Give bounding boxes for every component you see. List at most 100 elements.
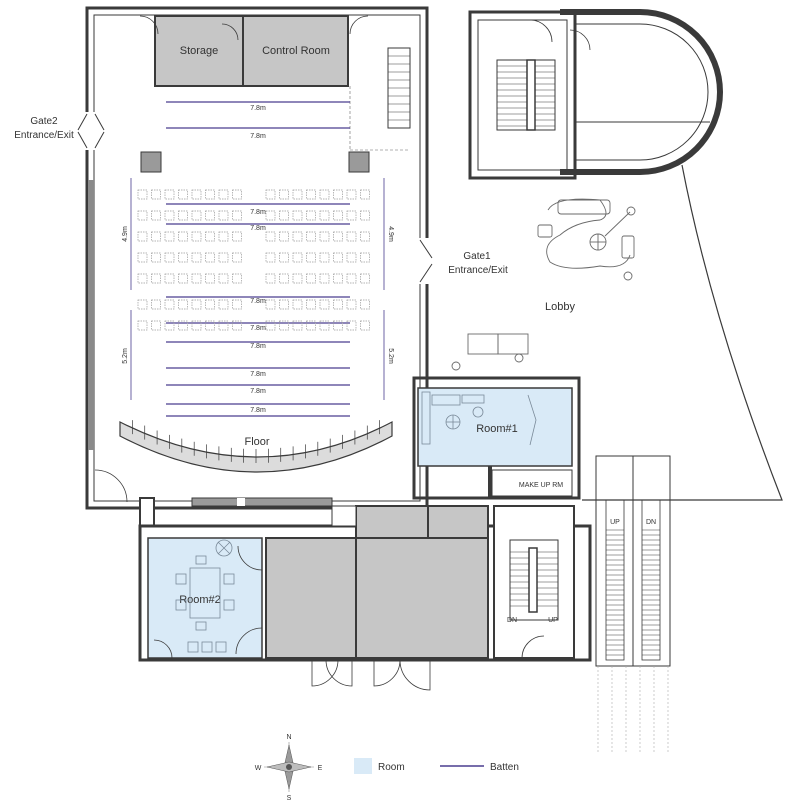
seat — [360, 273, 370, 284]
seat — [232, 252, 242, 263]
room1-area — [417, 387, 573, 467]
seat — [137, 210, 148, 221]
lobby: Lobby — [426, 164, 783, 501]
seat — [265, 320, 276, 331]
bottom-doors — [311, 659, 431, 691]
seat — [191, 231, 202, 242]
seat — [205, 320, 215, 331]
seat — [265, 189, 276, 200]
seat — [205, 273, 215, 284]
batten-length-label: 7.8m — [250, 225, 266, 232]
stair-core-treads — [510, 551, 558, 607]
seat — [360, 189, 370, 200]
battens — [166, 101, 350, 417]
seat — [360, 252, 370, 263]
left-wall-strip — [88, 180, 94, 450]
stair-tower — [468, 9, 723, 180]
seat — [333, 252, 343, 263]
seat — [164, 210, 175, 221]
escalator-steps — [606, 529, 660, 656]
gate2-door — [77, 113, 88, 149]
make-up-room-label: MAKE UP RM — [519, 482, 563, 489]
batten-length-label: 7.8m — [250, 325, 266, 332]
partition-bar — [191, 497, 333, 507]
legend-room-swatch — [354, 758, 372, 774]
control-room-label: Control Room — [262, 45, 330, 57]
seat — [360, 320, 370, 331]
seat — [319, 231, 330, 242]
seat — [164, 189, 175, 200]
seat — [292, 189, 303, 200]
seat — [306, 210, 316, 221]
seat — [333, 273, 343, 284]
seat — [333, 299, 343, 310]
control-room — [242, 15, 349, 87]
seat — [164, 273, 175, 284]
seat — [265, 252, 276, 263]
gate1-label: Gate1 — [463, 251, 491, 262]
room2-furniture — [175, 539, 235, 653]
seat — [218, 273, 229, 284]
seat — [151, 320, 161, 331]
gate2-label: Gate2 — [30, 116, 58, 127]
seat — [346, 273, 357, 284]
seat — [178, 189, 188, 200]
seat — [346, 231, 357, 242]
side-dim-left-upper: 4.9m — [122, 226, 129, 242]
storage-room — [154, 15, 244, 87]
seating-area — [137, 189, 370, 331]
main-hall-inner-wall — [93, 14, 421, 502]
seat — [205, 252, 215, 263]
seat — [292, 210, 303, 221]
pillar-left — [140, 151, 162, 173]
batten-labels: 7.8m 7.8m 7.8m 7.8m 7.8m 7.8m 7.8m 7.8m … — [250, 105, 266, 414]
batten-length-label: 7.8m — [250, 388, 266, 395]
seat — [319, 210, 330, 221]
seat — [191, 299, 202, 310]
batten-length-label: 7.8m — [250, 343, 266, 350]
seat — [218, 210, 229, 221]
side-stair-treads — [388, 55, 410, 121]
legend-batten-label: Batten — [490, 762, 519, 773]
seat — [218, 231, 229, 242]
seat — [292, 273, 303, 284]
compass-w: W — [255, 765, 262, 772]
seat — [292, 299, 303, 310]
seat — [164, 231, 175, 242]
seat — [137, 252, 148, 263]
batten-length-label: 7.8m — [250, 298, 266, 305]
seat — [151, 231, 161, 242]
room1-furniture — [421, 391, 537, 446]
seat — [319, 189, 330, 200]
seat — [333, 320, 343, 331]
batten-length-label: 7.8m — [250, 133, 266, 140]
seat — [265, 273, 276, 284]
seat — [205, 189, 215, 200]
lobby-label: Lobby — [545, 301, 575, 313]
seat — [191, 189, 202, 200]
seat — [346, 320, 357, 331]
seat — [346, 189, 357, 200]
seat — [346, 299, 357, 310]
side-dim-right-upper: 4.9m — [387, 226, 394, 242]
seat — [178, 252, 188, 263]
seat — [151, 252, 161, 263]
seat — [292, 252, 303, 263]
seat — [137, 273, 148, 284]
seat — [319, 299, 330, 310]
seat — [232, 273, 242, 284]
seat — [333, 231, 343, 242]
tower-stair-treads — [497, 65, 555, 127]
seat — [151, 189, 161, 200]
escalator-lower-run — [597, 666, 669, 752]
seat — [232, 231, 242, 242]
lower-block: Room#2 DN UP — [138, 497, 592, 691]
seat — [360, 210, 370, 221]
lobby-east-wall — [582, 164, 783, 501]
stair-core — [493, 505, 575, 659]
room1-label: Room#1 — [476, 423, 518, 435]
seat — [191, 320, 202, 331]
seat — [232, 189, 242, 200]
seat — [292, 320, 303, 331]
batten-length-label: 7.8m — [250, 209, 266, 216]
